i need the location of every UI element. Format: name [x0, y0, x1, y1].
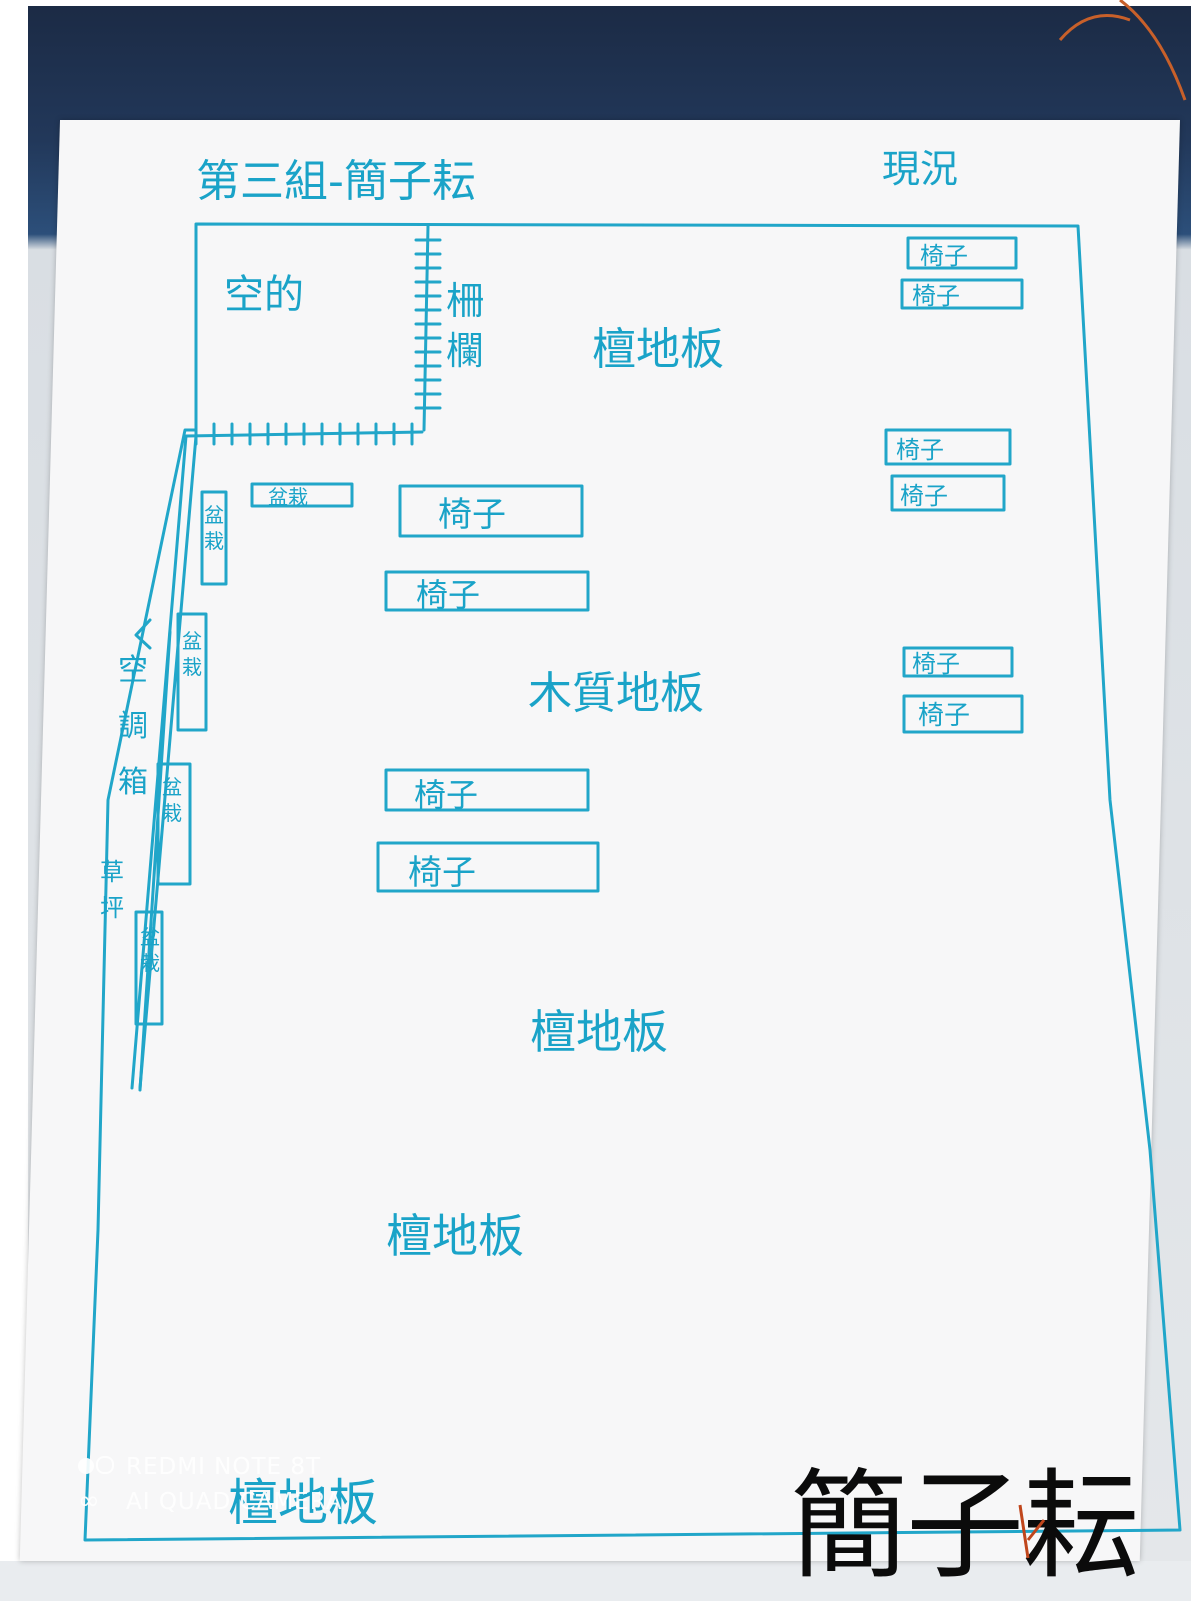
pot-label: 盆栽 [268, 485, 308, 509]
chair-box [398, 484, 584, 538]
chair-label: 椅子 [438, 495, 506, 535]
chair-box [902, 694, 1024, 734]
chair-label: 椅子 [912, 282, 960, 310]
watermark-model: REDMI NOTE 8T [126, 1454, 322, 1480]
pot-box [156, 762, 192, 886]
pot-box [250, 482, 354, 508]
pot-label: 盆栽 [182, 629, 202, 679]
wall-label-vertical: 空調箱 [118, 653, 148, 800]
floor-label: 檀地板 [592, 324, 724, 375]
chair-label: 椅子 [408, 853, 476, 893]
orange-scribble [1058, 0, 1187, 101]
floor-label: 檀地板 [386, 1209, 524, 1263]
chair-box [906, 236, 1018, 270]
pot-label: 盆栽 [140, 925, 160, 975]
floor-label: 檀地板 [530, 1005, 668, 1059]
chair-label: 椅子 [900, 482, 948, 510]
top-border [0, 0, 1191, 6]
fence-vertical [422, 224, 430, 432]
empty-area-label: 空的 [224, 272, 304, 318]
left-border [0, 0, 28, 1561]
watermark-camera: AI QUAD CAMERA [126, 1489, 343, 1515]
infinity-icon: ∞ [78, 1486, 101, 1516]
camera-watermark: REDMI NOTE 8T ∞ AI QUAD CAMERA [78, 1450, 342, 1519]
chair-label: 椅子 [414, 776, 478, 814]
pot-label: 盆栽 [204, 503, 224, 553]
fence-label: 柵 欄 [446, 279, 496, 373]
chair-box [384, 768, 590, 812]
signature-text: 簡子耘 [790, 1457, 1140, 1595]
pot-box [176, 612, 208, 732]
fence-ticks [194, 238, 442, 446]
chair-box [376, 841, 600, 893]
floor-plan-sketch: 第三組-簡子耘 現況 空的 柵 欄 檀地板 木質地板 檀地板 檀地板 檀地板 椅… [83, 147, 1182, 1542]
chair-label: 椅子 [896, 436, 944, 464]
chair-box [884, 428, 1012, 466]
pot-box [200, 490, 228, 586]
steps-label: 草坪 [100, 858, 124, 922]
chair-label: 椅子 [918, 701, 970, 731]
wall-label: 空調箱 [118, 653, 148, 800]
chair-box [902, 646, 1014, 678]
chair-box [384, 570, 590, 612]
left-walkway [130, 434, 198, 1090]
pot-box [134, 910, 164, 1026]
chair-label: 椅子 [416, 576, 480, 614]
room-outline [83, 222, 1182, 1542]
chair-label: 椅子 [920, 242, 968, 270]
sketch-title: 第三組-簡子耘 [196, 156, 476, 207]
left-walkway-arrow [134, 618, 172, 1092]
chair-label: 椅子 [912, 650, 960, 678]
floor-label: 檀地板 [228, 1474, 378, 1532]
steps-label-vertical: 草坪 [100, 858, 124, 922]
chair-box [900, 278, 1024, 310]
camera-dots-icon [78, 1450, 126, 1484]
pot-label: 盆栽 [162, 775, 182, 825]
chair-box [890, 474, 1006, 512]
status-label: 現況 [882, 147, 958, 191]
floor-label: 木質地板 [528, 668, 704, 719]
red-pen-mark [1018, 1504, 1046, 1559]
